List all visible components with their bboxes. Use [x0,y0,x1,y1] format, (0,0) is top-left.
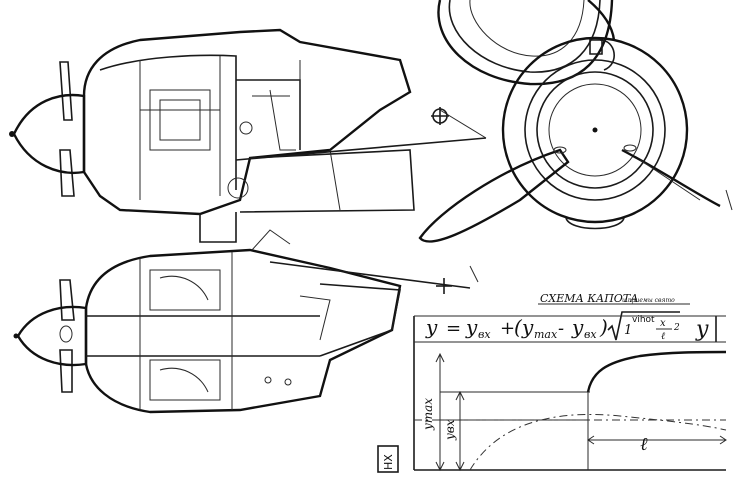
front-propeller-blade-left [418,148,570,243]
side-box-label: HX [382,454,395,470]
svg-text:2: 2 [673,323,680,333]
svg-text:ℓ: ℓ [661,331,665,342]
cowling-outline-bottom [84,248,402,414]
svg-text:-: - [558,318,564,339]
center-line-arc [469,413,727,471]
propeller-spinner-icon [12,93,86,174]
stamp-seal [437,0,616,86]
propeller-blade-upper [59,61,73,121]
scheme-title: СХЕМА КАПОТА [540,292,639,305]
profile-curve [586,350,727,393]
air-intake [199,212,237,243]
plan-view-bottom [13,229,479,414]
strut-line [235,137,487,161]
svg-text:=: = [446,318,461,339]
svg-text:(: ( [514,315,523,339]
svg-text:+: + [500,318,515,339]
strut-line-lower [269,261,471,289]
dim-ymax: ymax [421,398,435,431]
cowling-front-view-icon [418,36,733,243]
dim-ell: ℓ [640,434,648,455]
scheme-title-note: и приемы свято [622,297,675,304]
fuselage-rear-top [239,149,415,213]
cowling-outline-top [82,28,412,216]
svg-text:max: max [534,328,558,341]
svg-text:y: y [695,317,709,342]
svg-text:y: y [571,315,584,339]
svg-text:x: x [660,318,666,329]
svg-text:y: y [521,315,534,339]
svg-text:вх: вх [584,328,597,341]
crosshair-icon [431,107,449,125]
svg-text:y: y [465,315,478,339]
formula: y = y вх + ( y max - y вх ) 1 vihot x ℓ … [425,311,717,342]
svg-text:1: 1 [624,323,632,338]
cowling-profile-scheme: СХЕМА КАПОТА и приемы свято y = y вх + (… [377,292,727,473]
svg-text:vihot: vihot [632,315,655,325]
svg-text:): ) [599,315,608,339]
side-view-top [9,28,487,243]
svg-text:вх: вх [478,328,491,341]
dim-yvx: yвх [443,419,457,441]
propeller-blade-lower [59,149,75,197]
propeller-spinner-icon-bottom [16,305,88,367]
svg-text:y: y [425,315,438,339]
